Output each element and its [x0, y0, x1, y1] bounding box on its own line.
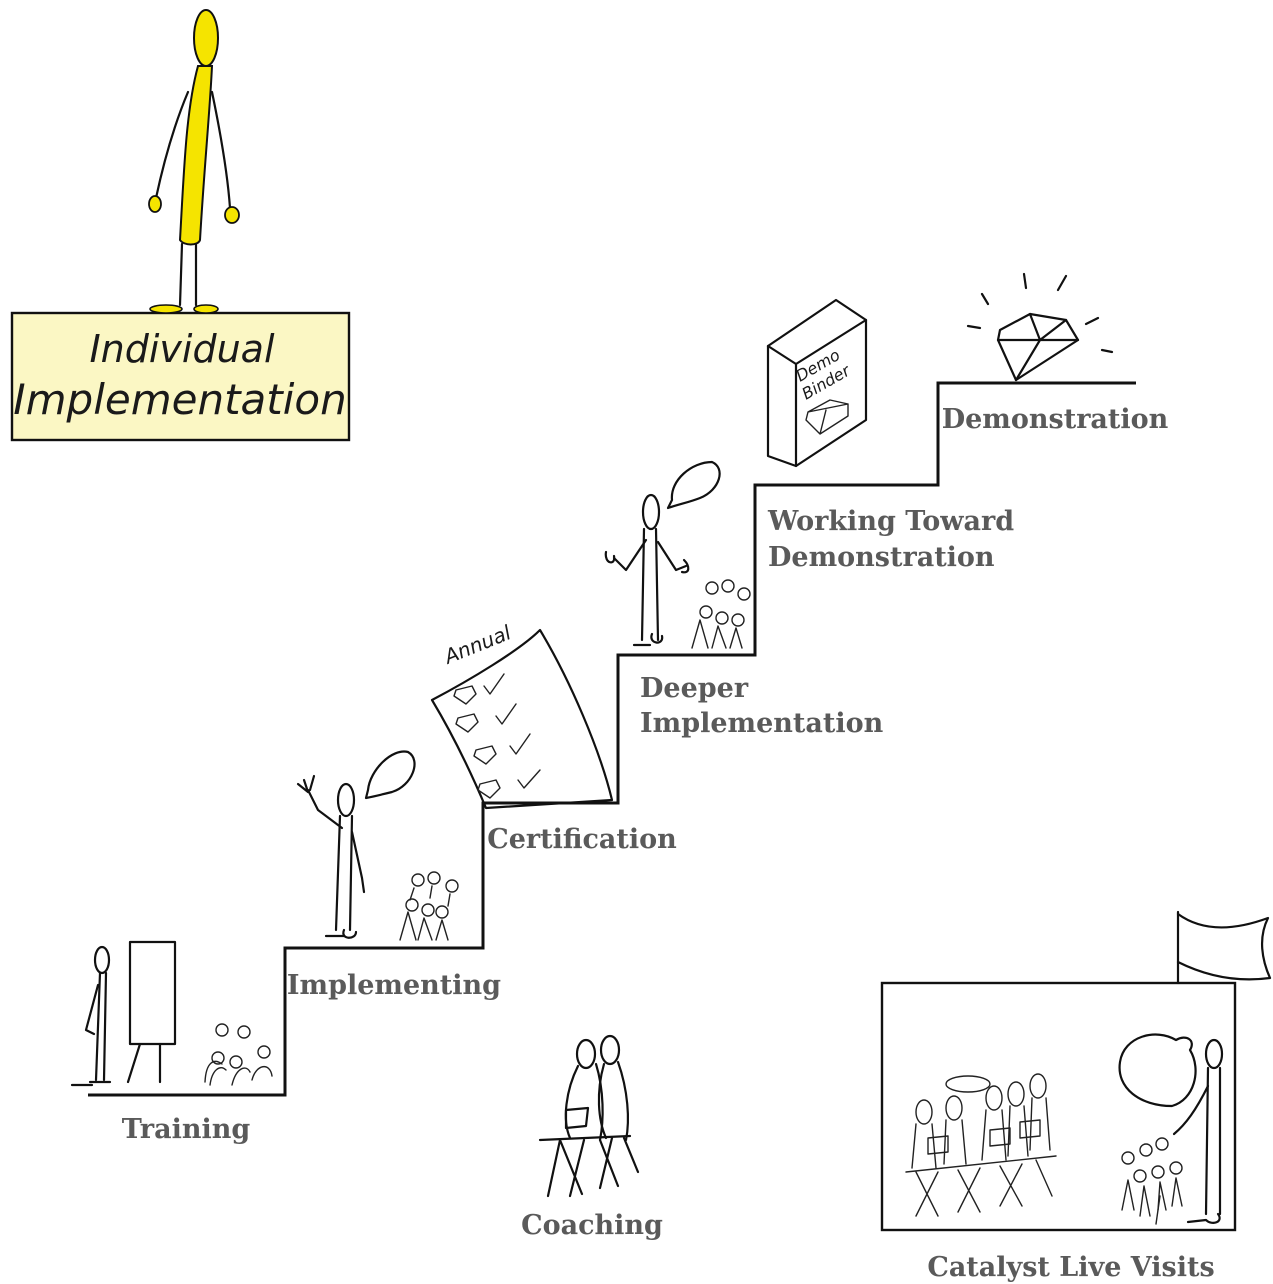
live-visits-presenter-icon	[1172, 1038, 1224, 1224]
annual-heading: Annual	[439, 620, 515, 669]
deeper-presenter-icon	[604, 493, 690, 647]
implementing-speech-bubble-icon	[364, 750, 416, 800]
training-audience-icon	[204, 1023, 273, 1086]
title-box: Individual Implementation	[10, 311, 351, 442]
diamond-icon	[966, 272, 1114, 382]
title-line-2: Implementation	[13, 375, 347, 424]
deeper-speech-bubble-icon	[666, 460, 721, 510]
step-label-certification: Certification	[487, 824, 677, 855]
live-visits-speech-bubble-icon	[1118, 1033, 1197, 1108]
step-label-working-line2: Demonstration	[768, 542, 995, 573]
coaching-label: Coaching	[521, 1210, 663, 1241]
staircase	[88, 381, 1136, 1097]
flag-icon	[1176, 910, 1272, 985]
deeper-audience-icon	[691, 579, 751, 649]
yellow-figure-icon	[148, 9, 240, 314]
live-visits-label: Catalyst Live Visits	[927, 1252, 1214, 1283]
training-presenter-icon	[70, 945, 112, 1087]
annual-checklist-icon: Annual	[430, 620, 614, 810]
live-visits-standing-group-icon	[1121, 1137, 1183, 1225]
step-label-deeper-line1: Deeper	[640, 673, 749, 704]
step-label-demonstration: Demonstration	[942, 404, 1169, 435]
step-label-implementing: Implementing	[287, 970, 501, 1001]
step-label-training: Training	[122, 1114, 251, 1145]
flipchart-icon	[126, 940, 177, 1084]
live-visits-frame	[880, 981, 1237, 1232]
implementing-audience-icon	[399, 871, 459, 941]
title-box-frame	[10, 311, 351, 442]
live-visits-seated-audience-icon	[905, 1073, 1057, 1217]
implementing-presenter-icon	[296, 774, 366, 939]
title-line-1: Individual	[89, 327, 275, 371]
step-label-deeper-line2: Implementation	[640, 708, 884, 739]
coaching-pair-icon	[538, 1034, 640, 1198]
demo-binder-icon: Demo Binder	[766, 298, 868, 468]
step-label-working-line1: Working Toward	[767, 506, 1014, 537]
